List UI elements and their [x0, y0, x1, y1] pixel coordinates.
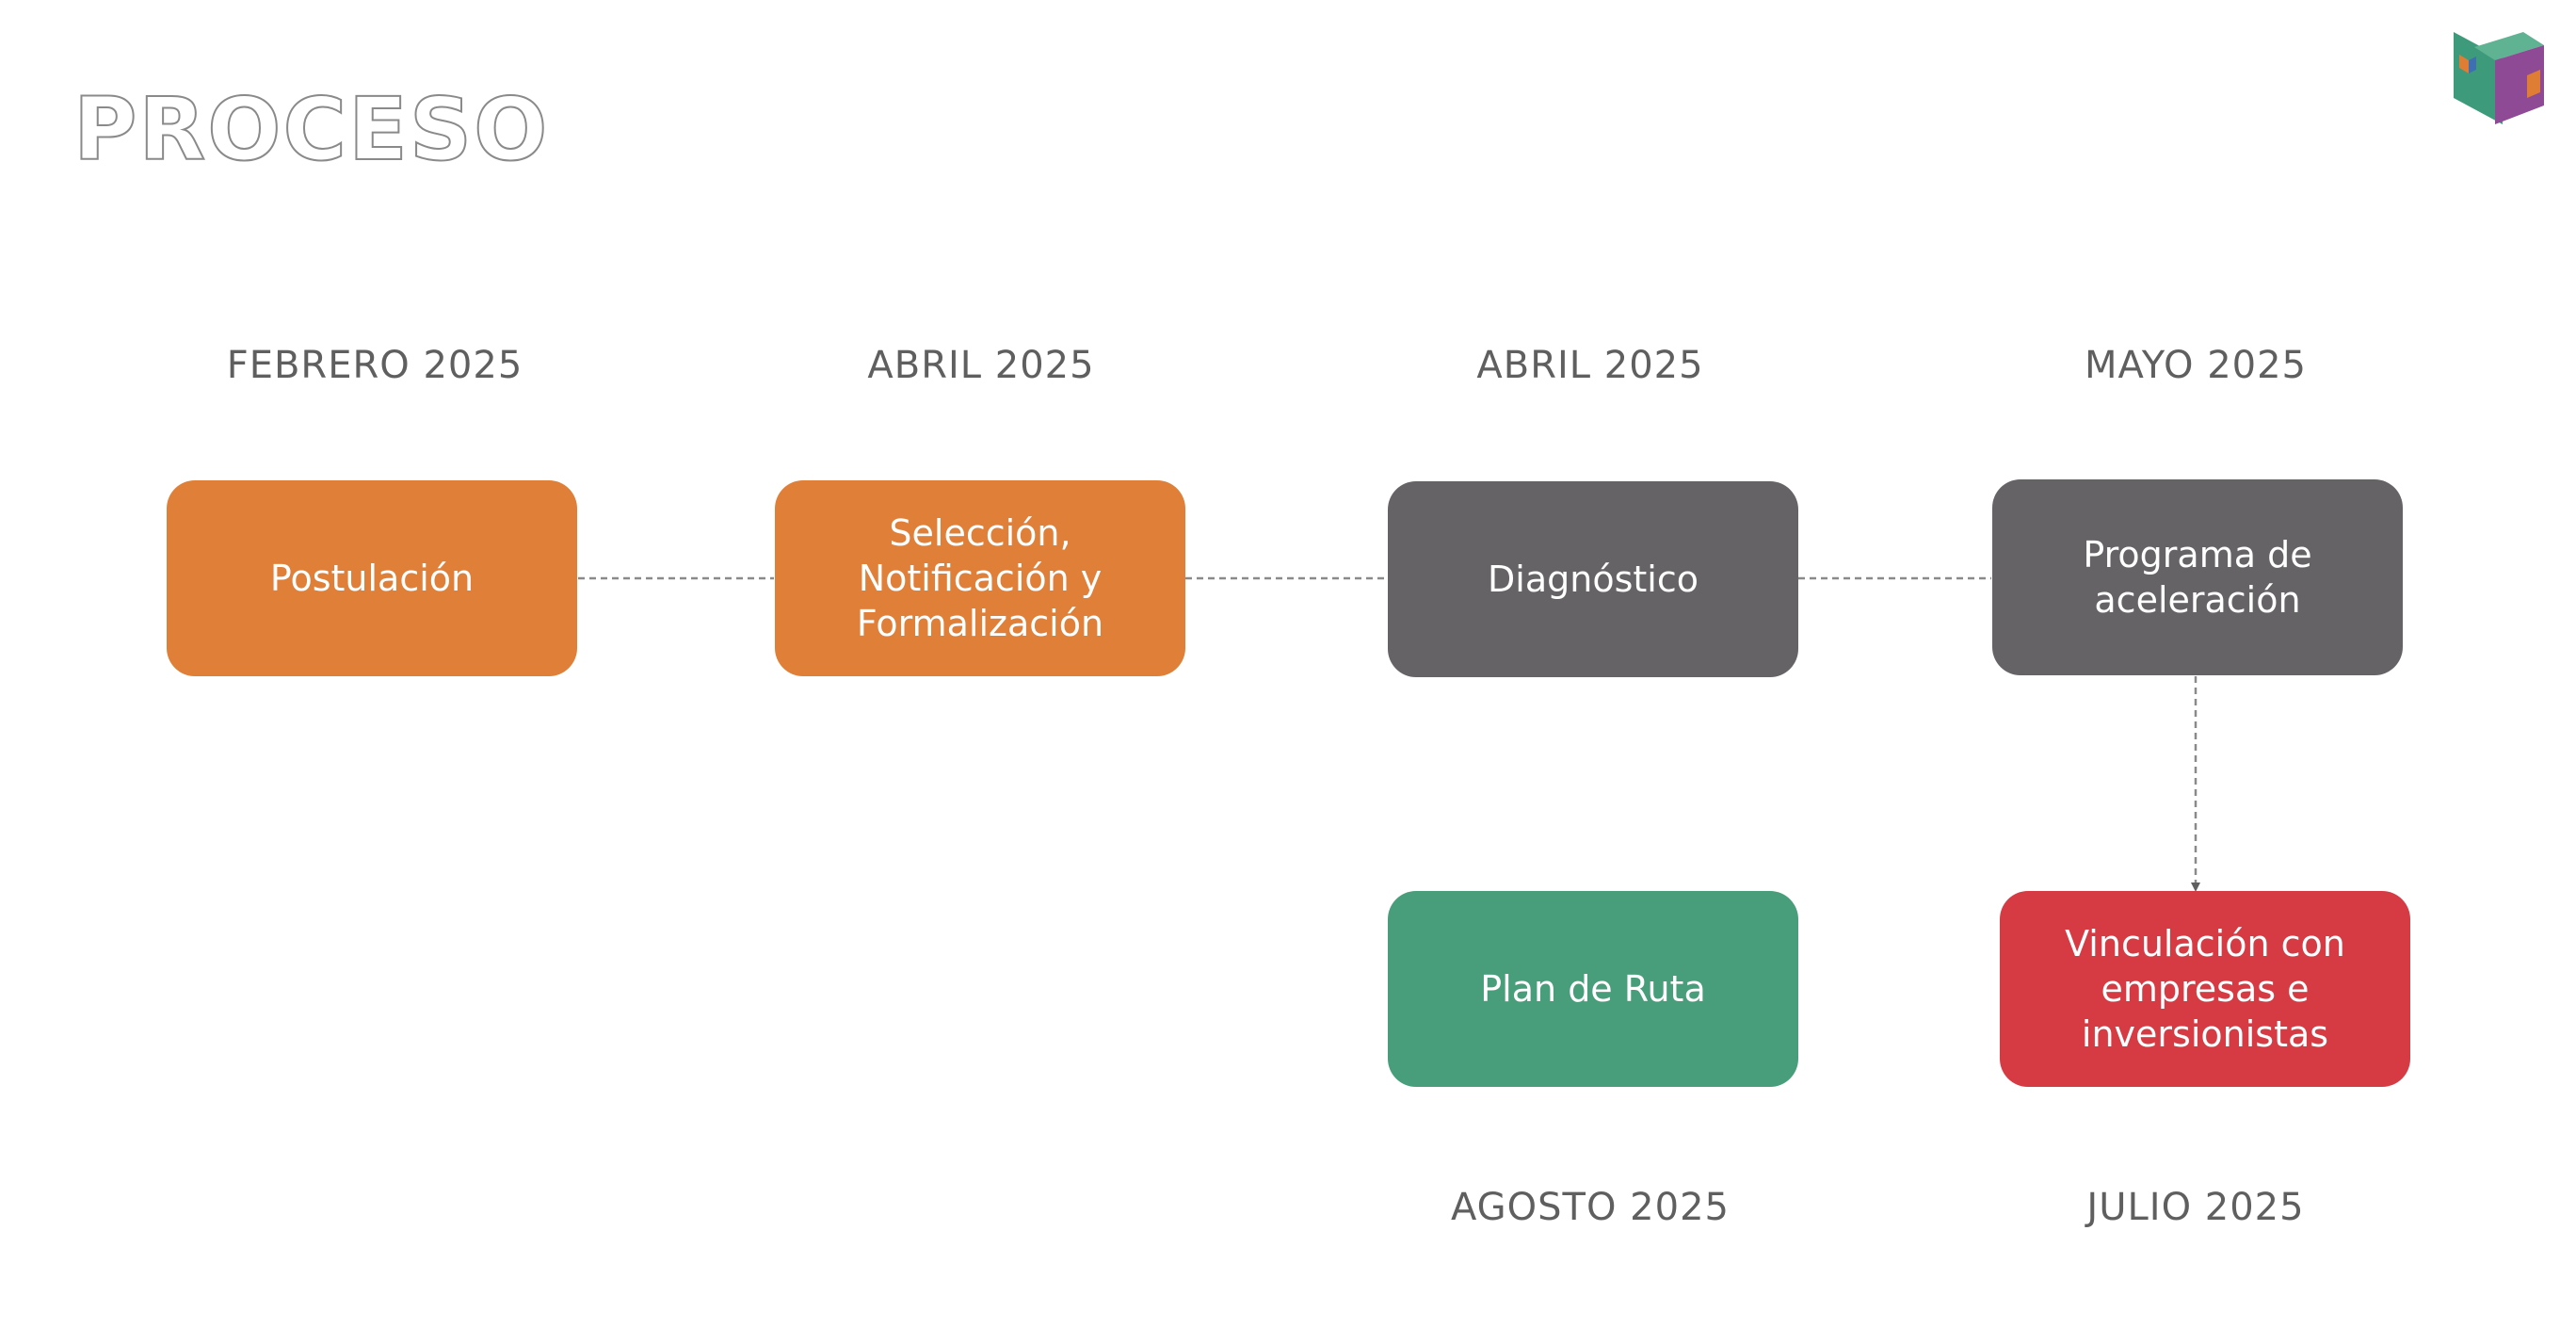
step-box-postulacion: Postulación	[167, 480, 577, 676]
step-label: Vinculación con empresas e inversionista…	[2065, 922, 2345, 1056]
step-label: Postulación	[269, 557, 475, 599]
page-title: PROCESO	[72, 79, 550, 180]
step-box-programa: Programa de aceleración	[1992, 479, 2403, 675]
step-date-vinculacion: JULIO 2025	[2086, 1186, 2305, 1229]
step-date-postulacion: FEBRERO 2025	[226, 344, 523, 387]
step-box-seleccion: Selección, Notificación y Formalización	[775, 480, 1185, 676]
step-date-seleccion: ABRIL 2025	[867, 344, 1095, 387]
step-label: Plan de Ruta	[1480, 967, 1706, 1010]
step-box-vinculacion: Vinculación con empresas e inversionista…	[2000, 891, 2410, 1087]
step-date-diagnostico: ABRIL 2025	[1476, 344, 1704, 387]
step-box-diagnostico: Diagnóstico	[1388, 481, 1798, 677]
step-date-plan-ruta: AGOSTO 2025	[1451, 1186, 1730, 1229]
step-label: Diagnóstico	[1488, 558, 1699, 600]
step-box-plan-ruta: Plan de Ruta	[1388, 891, 1798, 1087]
step-date-programa: MAYO 2025	[2084, 344, 2307, 387]
cube-logo-icon	[2454, 32, 2544, 124]
step-label: Selección, Notificación y Formalización	[856, 511, 1104, 645]
step-label: Programa de aceleración	[2083, 533, 2312, 621]
